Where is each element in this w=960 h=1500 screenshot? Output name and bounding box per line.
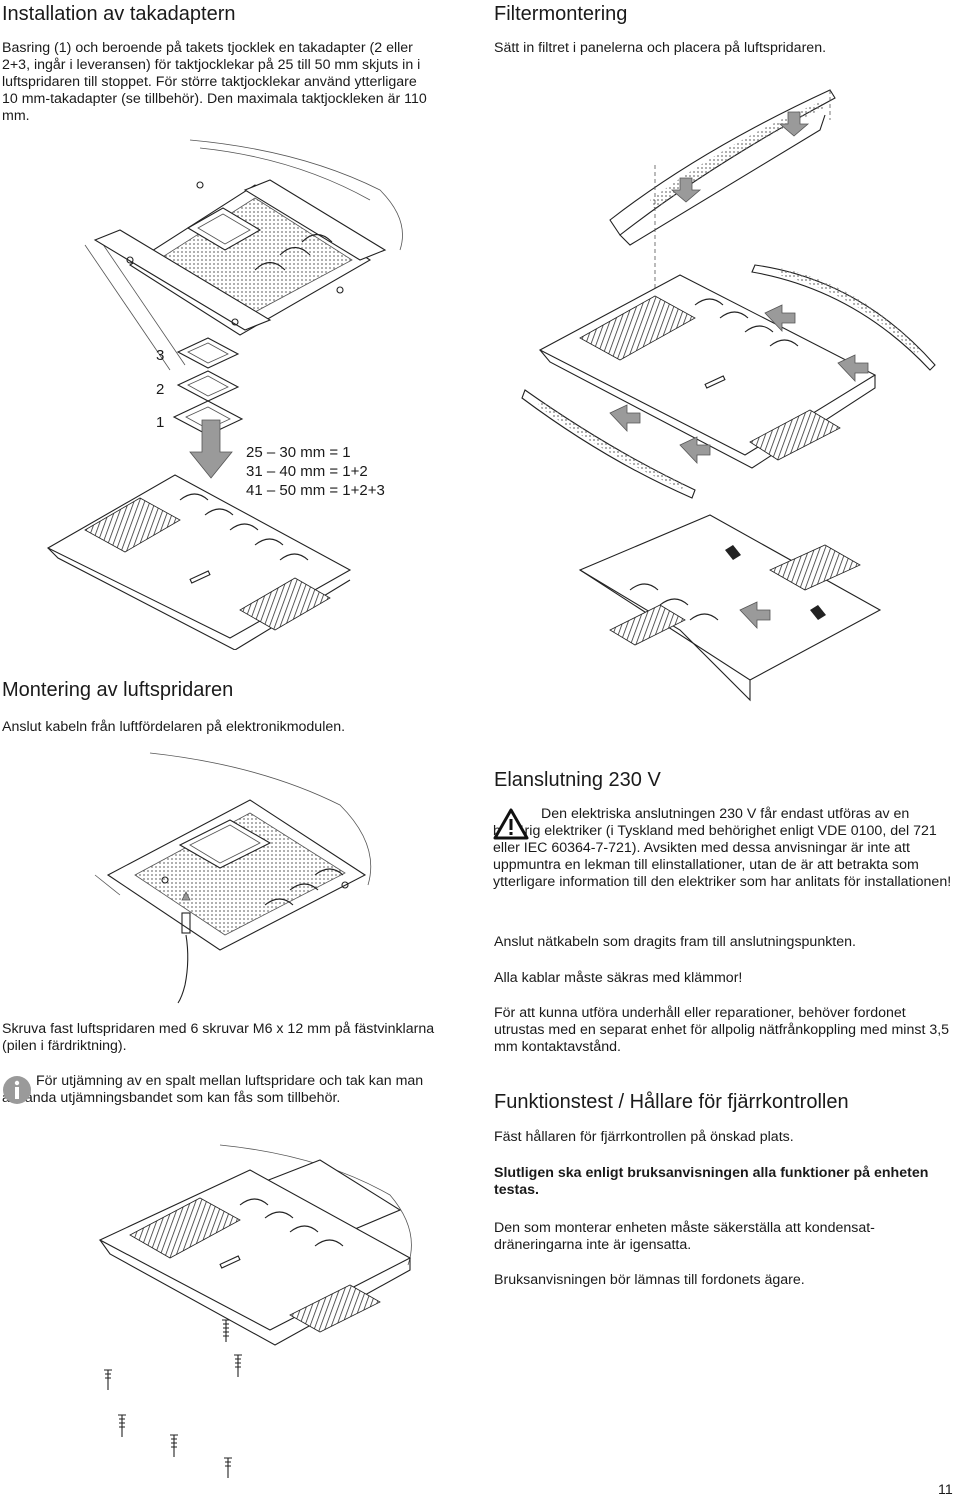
screw-mounting-illustration: [90, 1140, 420, 1480]
warning-triangle-icon: [493, 808, 529, 840]
range-label-2: 31 – 40 mm = 1+2: [246, 463, 368, 480]
warning-note: Den elektriska anslutningen 230 V får en…: [493, 806, 953, 891]
function-p1: Fäst hållaren för fjärrkontrollen på öns…: [494, 1129, 794, 1145]
range-label-1: 25 – 30 mm = 1: [246, 444, 351, 461]
warning-text: Den elektriska anslutningen 230 V får en…: [493, 806, 952, 890]
adapter-label-1: 1: [156, 414, 164, 431]
function-p2: Slutligen ska enligt bruksanvisningen al…: [494, 1165, 929, 1198]
insert-arrow-icon: [189, 419, 233, 479]
function-p4: Bruksanvisningen bör lämnas till fordone…: [494, 1272, 805, 1288]
cable-connection-illustration: [90, 745, 410, 1005]
adapter-label-2: 2: [156, 381, 164, 398]
section-title-function: Funktionstest / Hållare för fjärrkontrol…: [494, 1091, 849, 1113]
electrical-p3: För att kunna utföra underhåll eller rep…: [494, 1005, 950, 1055]
filter-mounting-illustration: [520, 70, 940, 730]
info-note: För utjämning av en spalt mellan luftspr…: [2, 1073, 452, 1107]
adapter-installation-illustration: 3 2 1 25 – 30 mm = 1 31 – 40 mm = 1+2 41…: [40, 130, 460, 650]
electrical-p2: Alla kablar måste säkras med klämmor!: [494, 970, 743, 986]
range-label-3: 41 – 50 mm = 1+2+3: [246, 482, 385, 499]
page-number: 11: [938, 1482, 953, 1498]
info-circle-icon: [2, 1075, 32, 1105]
installation-text: Basring (1) och beroende på takets tjock…: [2, 40, 427, 124]
electrical-p1: Anslut nätkabeln som dragits fram till a…: [494, 934, 856, 950]
section-title-filter: Filtermontering: [494, 3, 628, 25]
section-title-installation: Installation av takadaptern: [2, 3, 236, 25]
mounting-text: Anslut kabeln från luftfördelaren på ele…: [2, 719, 346, 735]
screw-text: Skruva fast luftspridaren med 6 skruvar …: [2, 1021, 435, 1054]
function-p3: Den som monterar enheten måste säkerstäl…: [494, 1220, 875, 1253]
adapter-label-3: 3: [156, 347, 164, 364]
filter-text: Sätt in filtret i panelerna och placera …: [494, 40, 827, 56]
section-title-mounting: Montering av luftspridaren: [2, 679, 234, 701]
info-text: För utjämning av en spalt mellan luftspr…: [2, 1073, 424, 1106]
section-title-electrical: Elanslutning 230 V: [494, 769, 661, 791]
